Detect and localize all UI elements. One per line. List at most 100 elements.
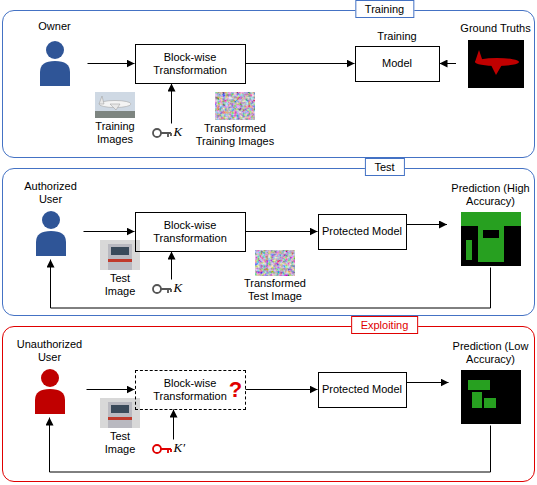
flow-arrow <box>51 260 491 309</box>
key-node: K <box>152 280 192 298</box>
image-node: Ground Truths <box>456 22 535 90</box>
key-icon <box>153 285 171 293</box>
flow-arrow <box>171 84 172 124</box>
person-body <box>36 231 66 256</box>
photo-ground <box>95 111 135 118</box>
panel-header: Exploiting <box>351 316 419 334</box>
mask-wing <box>490 63 503 75</box>
key-ring <box>153 129 161 137</box>
training-photo <box>95 92 135 118</box>
process-box: Block-wise Transformation <box>135 44 246 84</box>
panel-header: Test <box>364 158 404 176</box>
image-node: Prediction (High Accuracy) <box>447 182 534 268</box>
key-shaft <box>161 289 171 293</box>
node-text: Prediction (High Accuracy) <box>447 182 534 208</box>
node-text: Unauthorized User <box>13 338 87 364</box>
image-caption: Transformed Training Images <box>192 122 278 148</box>
flow-arrow <box>440 63 457 64</box>
mask-ground <box>461 370 521 424</box>
person-node: Unauthorized User <box>13 338 87 418</box>
mask-ground <box>468 40 524 88</box>
mask-region <box>484 398 496 408</box>
mask-region <box>472 392 482 408</box>
wrong-key-icon <box>153 445 171 453</box>
model-box: Protected Model <box>318 372 407 408</box>
plane-wing <box>110 104 120 110</box>
person-body <box>40 61 70 86</box>
owner-icon <box>40 41 70 86</box>
key-symbol: K′ <box>174 440 186 456</box>
flow-arrow <box>246 63 355 64</box>
photo-sky <box>95 92 135 118</box>
node-text: Prediction (Low Accuracy) <box>449 340 533 366</box>
stage-panel: ExploitingUnauthorized UserBlock-wise Tr… <box>2 326 535 482</box>
person-head <box>41 369 59 387</box>
flow-arrow <box>407 382 449 383</box>
node-text: Protected Model <box>322 225 402 238</box>
person-head <box>46 41 64 59</box>
key-symbol: K <box>174 280 183 296</box>
image-caption: Test Image <box>96 272 144 298</box>
mask-region <box>468 380 490 390</box>
train-stripe <box>108 417 132 420</box>
key-ring <box>153 445 161 453</box>
mask-tail <box>475 50 483 62</box>
person-head <box>42 211 60 229</box>
node-text: Block-wise Transformation <box>137 51 244 77</box>
key-symbol: K <box>174 124 183 140</box>
flow-arrow <box>84 231 135 232</box>
key-ring <box>153 285 161 293</box>
flow-arrow <box>246 389 318 390</box>
image-caption: Training Images <box>83 120 147 146</box>
mask-hole <box>483 230 499 238</box>
flow-arrow <box>88 63 135 64</box>
mask-ground <box>461 212 521 266</box>
node-text: Ground Truths <box>456 22 535 35</box>
model-box: TrainingModel <box>355 46 440 82</box>
unauthorized-user-icon <box>35 369 65 414</box>
train-stripe <box>108 259 132 262</box>
mask-region <box>466 240 472 260</box>
train-window <box>111 247 129 255</box>
person-body <box>35 389 65 414</box>
panel-header: Training <box>355 0 414 18</box>
image-caption: Transformed Test Image <box>235 277 315 303</box>
key-shaft <box>161 133 171 137</box>
node-text: Authorized User <box>18 180 84 206</box>
authorized-user-icon <box>36 211 66 256</box>
flow-arrow <box>87 389 135 390</box>
prediction-image <box>461 370 521 424</box>
node-text: Block-wise Transformation <box>137 377 244 403</box>
flow-arrow <box>173 410 174 440</box>
transformed-image <box>255 250 295 276</box>
process-box: Block-wise Transformation <box>135 212 246 252</box>
flow-arrow <box>407 224 448 225</box>
mask-region <box>478 226 504 262</box>
node-text: Model <box>382 57 412 70</box>
flow-arrow <box>246 231 318 232</box>
ground-truth-image <box>468 40 524 88</box>
question-mark: ? <box>229 378 242 402</box>
train-front <box>108 244 132 270</box>
key-shaft <box>161 449 171 453</box>
node-text: Protected Model <box>322 383 402 396</box>
box-heading: Training <box>336 30 459 43</box>
person-node: Owner <box>22 20 88 90</box>
mask-region <box>461 212 521 226</box>
key-node: K <box>152 124 192 142</box>
flow-arrow <box>50 418 491 473</box>
plane-tail <box>99 96 104 104</box>
node-text: Owner <box>22 20 88 33</box>
node-text: Block-wise Transformation <box>137 219 244 245</box>
image-node: Prediction (Low Accuracy) <box>449 340 533 426</box>
key-icon <box>153 129 171 137</box>
image-caption: Test Image <box>96 430 144 456</box>
key-node: K′ <box>152 440 196 458</box>
train-front <box>108 402 132 428</box>
train-window <box>111 405 129 413</box>
person-node: Authorized User <box>18 180 84 260</box>
model-box: Protected Model <box>318 214 407 250</box>
flow-arrow <box>171 252 172 280</box>
